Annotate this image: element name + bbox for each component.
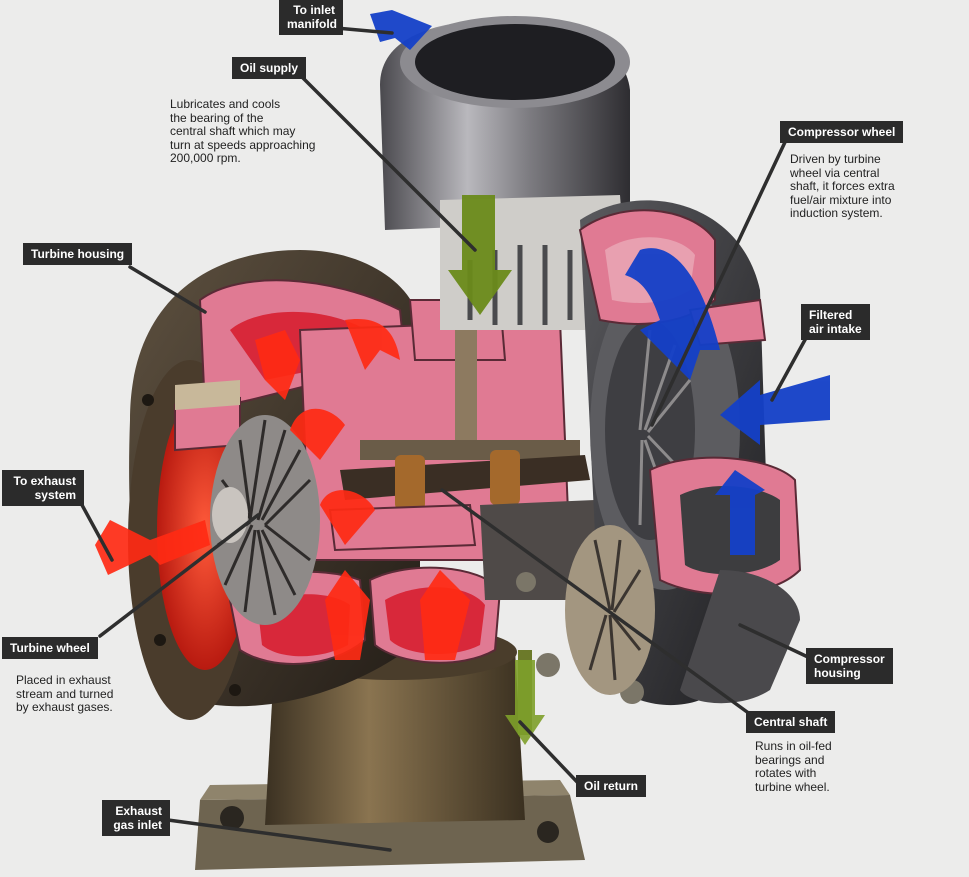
label-central-shaft: Central shaft xyxy=(746,711,836,733)
turbine-wheel-shape xyxy=(210,415,320,625)
label-to-exhaust-system: To exhaust system xyxy=(2,470,84,506)
compressor-wheel-shape xyxy=(565,525,655,695)
leader-lines xyxy=(80,26,812,852)
label-oil-return: Oil return xyxy=(576,775,647,797)
intake-flow-arrows xyxy=(370,10,830,555)
label-oil-supply: Oil supply xyxy=(232,57,307,79)
label-compressor-wheel: Compressor wheel xyxy=(780,121,904,143)
label-turbine-wheel: Turbine wheel xyxy=(2,637,98,659)
desc-oil-supply: Lubricates and cools the bearing of the … xyxy=(170,97,316,165)
desc-turbine-wheel: Placed in exhaust stream and turned by e… xyxy=(16,673,114,714)
label-exhaust-gas-inlet: Exhaust gas inlet xyxy=(102,800,170,836)
oil-supply-arrow xyxy=(448,195,512,315)
desc-compressor-wheel: Driven by turbine wheel via central shaf… xyxy=(790,152,895,220)
exhaust-flow-arrows xyxy=(95,319,470,660)
bearing-housing xyxy=(298,299,600,600)
label-filtered-air-intake: Filtered air intake xyxy=(801,304,870,340)
label-compressor-housing: Compressor housing xyxy=(806,648,893,684)
label-turbine-housing: Turbine housing xyxy=(23,243,133,265)
desc-central-shaft: Runs in oil-fed bearings and rotates wit… xyxy=(755,739,832,794)
compressor-outlet-pipe xyxy=(380,16,630,330)
oil-return-arrow xyxy=(505,660,545,745)
label-to-inlet-manifold: To inlet manifold xyxy=(279,0,343,35)
